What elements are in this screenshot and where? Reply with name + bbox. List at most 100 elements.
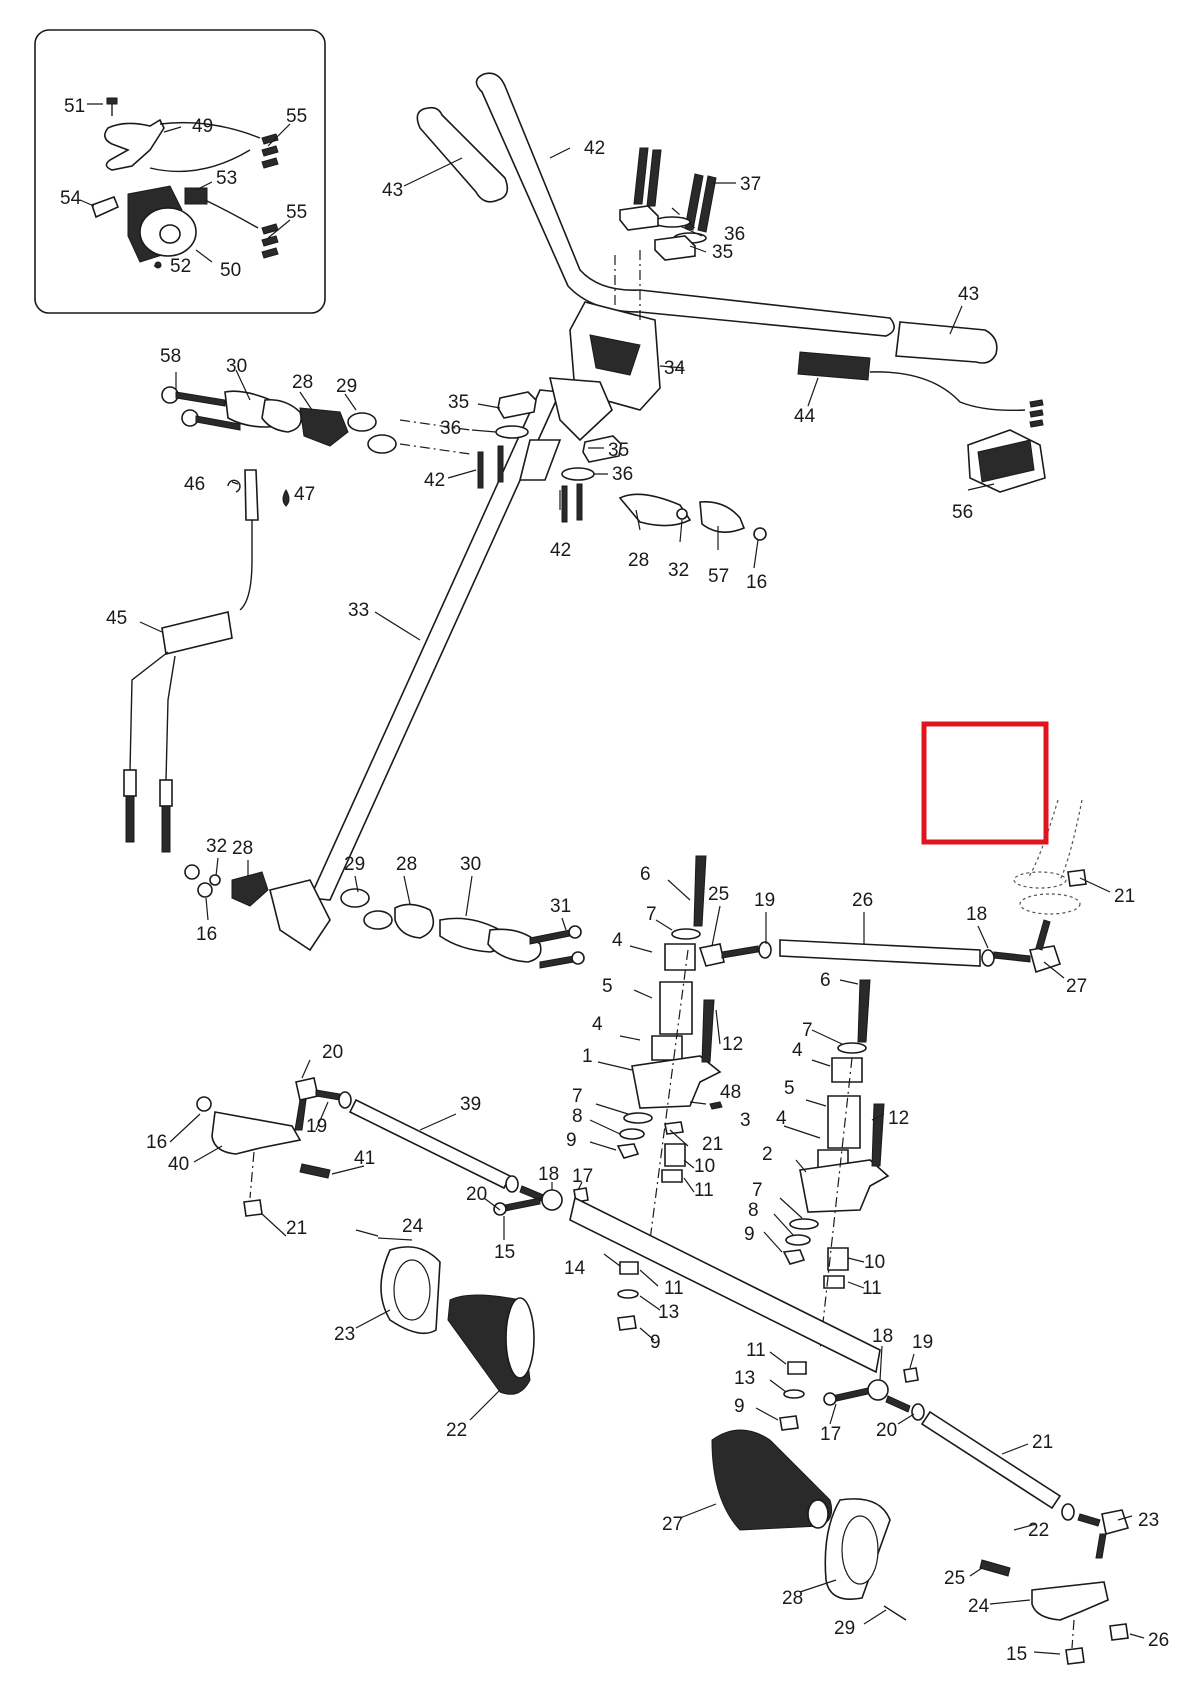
callout-30-lower: 30 bbox=[460, 854, 481, 875]
part-24-clip-a bbox=[355, 1229, 379, 1237]
callout-12-b: 12 bbox=[888, 1108, 909, 1129]
part-9-nut-c bbox=[617, 1315, 637, 1331]
part-26-nut-b bbox=[1109, 1623, 1129, 1641]
callout-13-a: 13 bbox=[658, 1302, 679, 1323]
part-42-bolts-right bbox=[561, 483, 583, 523]
callout-20-c: 20 bbox=[876, 1420, 897, 1441]
part-28-bracket-lower bbox=[394, 903, 435, 939]
handlebar-assembly bbox=[416, 72, 1046, 493]
callout-42-bolts-right: 42 bbox=[550, 540, 571, 561]
part-7-washer-d bbox=[789, 1218, 819, 1230]
callout-35-upper: 35 bbox=[712, 242, 733, 263]
cable-assembly bbox=[123, 469, 290, 853]
part-11-washer-a bbox=[661, 1169, 683, 1183]
callout-10-b: 10 bbox=[864, 1252, 885, 1273]
part-57-arm bbox=[699, 501, 746, 533]
callout-21-b: 21 bbox=[702, 1134, 723, 1155]
part-18-joint-a bbox=[541, 1189, 563, 1211]
part-10-sleeve-b bbox=[827, 1247, 849, 1271]
part-42-handlebar bbox=[475, 72, 895, 337]
callout-43-right: 43 bbox=[958, 284, 979, 305]
callout-31: 31 bbox=[550, 896, 571, 917]
part-21-nut-left bbox=[243, 1199, 263, 1217]
inset-panel bbox=[34, 29, 326, 314]
part-29-bushing-upper bbox=[347, 412, 377, 432]
inset-frame bbox=[34, 29, 326, 314]
part-1-arm bbox=[631, 1055, 722, 1109]
boot-assembly-right bbox=[711, 1429, 907, 1621]
callout-23-a: 23 bbox=[334, 1324, 355, 1345]
part-36-washer-upper bbox=[653, 216, 691, 228]
callout-11-c: 11 bbox=[664, 1278, 684, 1299]
part-7-washer-c bbox=[837, 1042, 867, 1054]
callout-11-b: 11 bbox=[862, 1278, 882, 1299]
part-11-washer-c bbox=[619, 1261, 639, 1275]
part-53-switch bbox=[184, 187, 259, 229]
part-4-bushing-c bbox=[831, 1057, 863, 1083]
callout-45: 45 bbox=[106, 608, 127, 629]
callout-21-d: 21 bbox=[1032, 1432, 1053, 1453]
part-27-boot-b bbox=[711, 1429, 833, 1531]
callout-23-b: 23 bbox=[1138, 1510, 1159, 1531]
callout-18-b: 18 bbox=[538, 1164, 559, 1185]
part-26-tie-rod bbox=[779, 939, 981, 967]
callout-49: 49 bbox=[192, 116, 213, 137]
part-55-terminals-lower bbox=[261, 223, 279, 259]
callout-18-c: 18 bbox=[872, 1326, 893, 1347]
callout-21-c: 21 bbox=[286, 1218, 307, 1239]
part-16-nut-lower bbox=[184, 864, 200, 880]
part-6-bolt-b bbox=[857, 979, 871, 1043]
callout-labels: 51 49 55 53 54 55 52 50 43 42 37 36 35 4… bbox=[60, 96, 1169, 1665]
callout-24-b: 24 bbox=[968, 1596, 990, 1617]
callout-58: 58 bbox=[160, 346, 181, 367]
part-13-washer-b bbox=[783, 1389, 805, 1399]
part-43-grip-right bbox=[895, 321, 998, 364]
callout-36-upper: 36 bbox=[724, 224, 745, 245]
callout-20-a: 20 bbox=[322, 1042, 343, 1063]
part-41-bolt bbox=[299, 1163, 331, 1179]
callout-19-c: 19 bbox=[912, 1332, 933, 1353]
callout-7-c: 7 bbox=[802, 1020, 813, 1041]
part-27-rod-end bbox=[1028, 945, 1062, 974]
callout-8-a: 8 bbox=[572, 1106, 583, 1127]
part-11-washer-b bbox=[823, 1275, 845, 1289]
highlight-box bbox=[921, 721, 1049, 845]
part-19-nut-a bbox=[758, 941, 772, 959]
part-49-bracket bbox=[104, 118, 165, 171]
part-42-bolts-left bbox=[477, 445, 504, 489]
upper-pitman-arms bbox=[618, 493, 767, 541]
callout-46: 46 bbox=[184, 474, 205, 495]
callout-16-lower: 16 bbox=[196, 924, 217, 945]
part-11-washer-d bbox=[787, 1361, 807, 1375]
callout-29-c: 29 bbox=[834, 1618, 855, 1639]
callout-8-b: 8 bbox=[748, 1200, 759, 1221]
part-10-sleeve-a bbox=[664, 1143, 686, 1167]
callout-19-a: 19 bbox=[754, 890, 775, 911]
part-12-bolt-b bbox=[871, 1103, 885, 1167]
part-7-washer-b bbox=[623, 1112, 653, 1124]
callout-10-a: 10 bbox=[694, 1156, 715, 1177]
part-39-tie-rod bbox=[348, 1098, 512, 1190]
callout-28-lower: 28 bbox=[232, 838, 253, 859]
part-6-bolt-a bbox=[693, 855, 707, 927]
part-23-rod-end-b bbox=[1101, 1509, 1130, 1535]
part-17-bolt-b bbox=[831, 1387, 869, 1403]
lower-right-tie-rod bbox=[823, 1367, 1130, 1559]
callout-47: 47 bbox=[294, 484, 315, 505]
part-21-tie-rod-right bbox=[920, 1410, 1062, 1510]
boot-assembly-left bbox=[355, 1229, 535, 1395]
part-5-spacer-b bbox=[827, 1095, 861, 1149]
callout-16-upper: 16 bbox=[746, 572, 767, 593]
part-9-nut-a bbox=[616, 1143, 640, 1159]
callout-29-upper: 29 bbox=[336, 376, 357, 397]
part-43-grip-left bbox=[416, 106, 509, 203]
callout-41: 41 bbox=[354, 1148, 375, 1169]
part-8-washer bbox=[619, 1128, 645, 1140]
callout-9-c: 9 bbox=[650, 1332, 661, 1353]
callout-54: 54 bbox=[60, 188, 82, 209]
part-32-washer-lower bbox=[209, 874, 221, 886]
callout-22-b: 22 bbox=[1028, 1520, 1049, 1541]
leader-lines bbox=[79, 103, 1145, 1655]
callout-36-mid: 36 bbox=[440, 418, 461, 439]
callout-50: 50 bbox=[220, 260, 241, 281]
